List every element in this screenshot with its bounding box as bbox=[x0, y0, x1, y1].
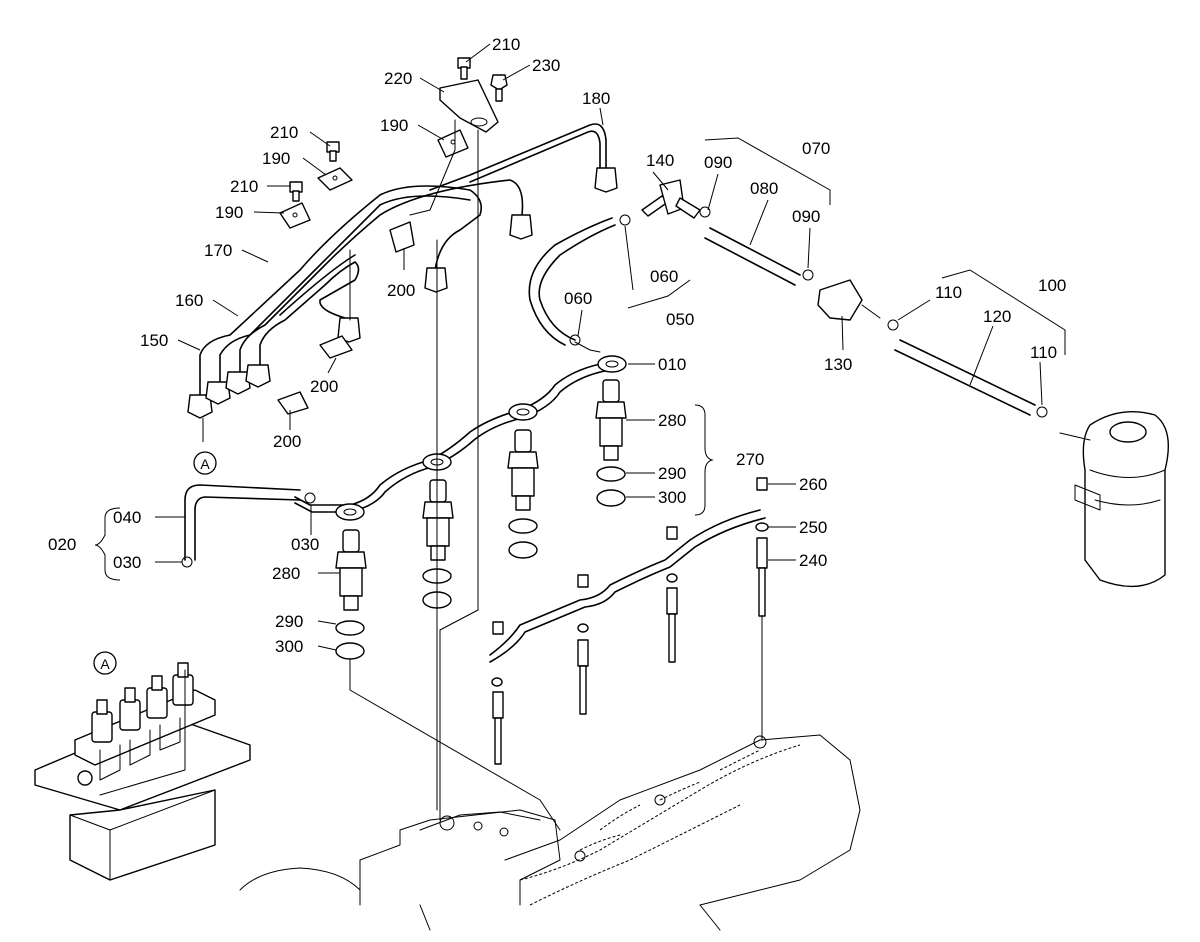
callout-labels: 210 230 220 190 210 190 210 190 170 160 … bbox=[48, 35, 1066, 656]
callout-110: 110 bbox=[1030, 343, 1057, 362]
callout-210: 210 bbox=[230, 177, 258, 196]
callout-290: 290 bbox=[658, 464, 686, 483]
callout-190: 190 bbox=[262, 149, 290, 168]
callout-270: 270 bbox=[736, 450, 764, 469]
callout-240: 240 bbox=[799, 551, 827, 570]
callout-100: 100 bbox=[1038, 276, 1066, 295]
reference-marker-a-top: A bbox=[193, 451, 217, 475]
callout-260: 260 bbox=[799, 475, 827, 494]
callout-180: 180 bbox=[582, 89, 610, 108]
callout-210: 210 bbox=[270, 123, 298, 142]
callout-220: 220 bbox=[384, 69, 412, 88]
callout-080: 080 bbox=[750, 179, 778, 198]
callout-290: 290 bbox=[275, 612, 303, 631]
engine-block bbox=[239, 734, 861, 931]
callout-060: 060 bbox=[650, 267, 678, 286]
callout-090: 090 bbox=[792, 207, 820, 226]
nozzle-holders bbox=[335, 129, 627, 831]
callout-040: 040 bbox=[113, 508, 141, 527]
callout-190: 190 bbox=[380, 116, 408, 135]
callout-010: 010 bbox=[658, 355, 686, 374]
injection-pipes bbox=[187, 123, 618, 419]
leak-off-pipe bbox=[294, 355, 627, 521]
callout-120: 120 bbox=[983, 307, 1011, 326]
hose-clips bbox=[181, 206, 1048, 568]
callout-140: 140 bbox=[646, 151, 674, 170]
reference-letter: A bbox=[200, 456, 210, 472]
callout-200: 200 bbox=[273, 432, 301, 451]
callout-250: 250 bbox=[799, 518, 827, 537]
pipe-clamps bbox=[277, 129, 469, 415]
callout-170: 170 bbox=[204, 241, 232, 260]
fuel-filter-assembly bbox=[641, 179, 1169, 588]
return-hoses bbox=[184, 217, 616, 561]
callout-300: 300 bbox=[658, 488, 686, 507]
reference-marker-a-bottom: A bbox=[93, 651, 117, 675]
callout-280: 280 bbox=[272, 564, 300, 583]
bolts-and-stay bbox=[289, 57, 508, 216]
callout-030: 030 bbox=[113, 553, 141, 572]
callout-230: 230 bbox=[532, 56, 560, 75]
callout-050: 050 bbox=[666, 310, 694, 329]
callout-130: 130 bbox=[824, 355, 852, 374]
callout-200: 200 bbox=[310, 377, 338, 396]
callout-020: 020 bbox=[48, 535, 76, 554]
injection-pump bbox=[34, 662, 251, 881]
callout-060: 060 bbox=[564, 289, 592, 308]
callout-110: 110 bbox=[935, 283, 962, 302]
grouping-brackets bbox=[94, 137, 1066, 581]
glow-plugs bbox=[489, 477, 769, 765]
callout-300: 300 bbox=[275, 637, 303, 656]
callout-280: 280 bbox=[658, 411, 686, 430]
callout-030: 030 bbox=[291, 535, 319, 554]
callout-070: 070 bbox=[802, 139, 830, 158]
callout-160: 160 bbox=[175, 291, 203, 310]
callout-210: 210 bbox=[492, 35, 520, 54]
callout-190: 190 bbox=[215, 203, 243, 222]
callout-200: 200 bbox=[387, 281, 415, 300]
leader-lines bbox=[155, 43, 1043, 651]
callout-150: 150 bbox=[140, 331, 168, 350]
reference-letter: A bbox=[100, 656, 110, 672]
callout-090: 090 bbox=[704, 153, 732, 172]
